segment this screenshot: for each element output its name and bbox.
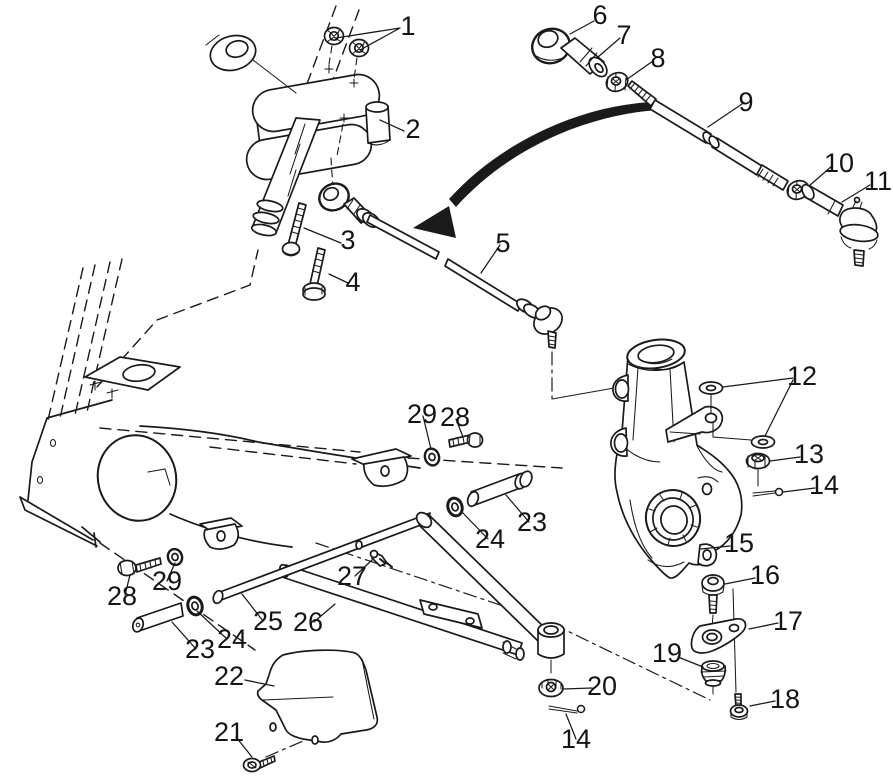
ball-joint-19 bbox=[700, 660, 727, 695]
jam-nut-8 bbox=[605, 71, 629, 93]
callout-16: 16 bbox=[750, 560, 780, 590]
steering-column-assembly bbox=[205, 5, 391, 301]
rod-end-6 bbox=[531, 27, 571, 65]
steering-knuckle-assembly bbox=[610, 338, 784, 579]
flange-nut-1a bbox=[323, 26, 345, 46]
callout-8: 8 bbox=[650, 43, 665, 73]
callout-28a: 28 bbox=[107, 581, 137, 611]
callout-17: 17 bbox=[773, 606, 803, 636]
callout-18: 18 bbox=[770, 684, 800, 714]
bolt-18 bbox=[729, 693, 749, 721]
callout-14b: 14 bbox=[561, 724, 591, 754]
bolt-3 bbox=[281, 202, 307, 257]
castle-nut-20 bbox=[538, 678, 564, 698]
callout-11: 11 bbox=[864, 166, 892, 196]
callout-9: 9 bbox=[738, 87, 753, 117]
callout-labels: 1 2 3 4 5 6 7 8 9 10 11 12 13 14 15 16 1… bbox=[107, 0, 892, 754]
callout-3: 3 bbox=[340, 225, 355, 255]
callout-27: 27 bbox=[337, 561, 367, 591]
bolt-28-upper bbox=[448, 432, 484, 448]
callout-13: 13 bbox=[794, 439, 824, 469]
callout-26: 26 bbox=[293, 607, 323, 637]
callout-7: 7 bbox=[616, 20, 631, 50]
callout-21: 21 bbox=[214, 717, 244, 747]
callout-24a: 24 bbox=[217, 624, 247, 654]
callout-15: 15 bbox=[724, 528, 754, 558]
ball-joint-group bbox=[690, 574, 749, 721]
plate-17 bbox=[690, 618, 747, 654]
callout-14a: 14 bbox=[809, 470, 839, 500]
guard-mount-plate bbox=[419, 599, 483, 629]
tie-rod-end-parts bbox=[531, 27, 879, 267]
cotter-pin-14b bbox=[548, 704, 586, 714]
callout-10: 10 bbox=[824, 148, 854, 178]
callout-1: 1 bbox=[400, 11, 415, 41]
guard-22 bbox=[256, 649, 379, 744]
callout-23b: 23 bbox=[517, 507, 547, 537]
callout-28b: 28 bbox=[440, 402, 470, 432]
castle-nut-13 bbox=[745, 452, 771, 470]
callout-29a: 29 bbox=[152, 566, 182, 596]
frame-body-reference bbox=[19, 249, 563, 651]
callout-leader-lines bbox=[124, 20, 871, 758]
bolt-4 bbox=[302, 247, 326, 301]
tie-rod-end-11 bbox=[801, 183, 879, 267]
sleeve-23-upper bbox=[466, 470, 533, 508]
ball-socket bbox=[502, 622, 565, 677]
grease-fitting-27 bbox=[355, 540, 393, 568]
callout-2: 2 bbox=[405, 114, 420, 144]
direction-arrow bbox=[413, 102, 657, 238]
tie-rod-assembly-5 bbox=[318, 182, 621, 400]
callout-6: 6 bbox=[592, 0, 607, 30]
clamp-half bbox=[205, 34, 297, 94]
tie-rod-shaft bbox=[366, 214, 440, 260]
callout-4: 4 bbox=[345, 267, 360, 297]
callout-24b: 24 bbox=[475, 524, 505, 554]
a-arm-guard bbox=[242, 649, 379, 773]
adjuster-tube-9 bbox=[649, 99, 789, 191]
bushing-2 bbox=[365, 101, 391, 146]
washer-12a bbox=[698, 381, 724, 395]
callout-12: 12 bbox=[787, 361, 817, 391]
sleeve-23-left bbox=[131, 602, 184, 633]
flange-nut-1b bbox=[348, 38, 370, 58]
column-clamp-upper-plate bbox=[251, 73, 381, 133]
callout-20: 20 bbox=[587, 671, 617, 701]
washer-12b bbox=[750, 435, 776, 449]
bolt-28-left bbox=[117, 557, 162, 577]
a-arm-tube-25 bbox=[212, 512, 431, 605]
callout-19: 19 bbox=[652, 638, 682, 668]
rod-end-body-7 bbox=[560, 37, 608, 78]
cotter-pin-14a bbox=[752, 487, 784, 497]
callout-23a: 23 bbox=[185, 634, 215, 664]
a-arm-assembly bbox=[117, 432, 711, 714]
callout-5: 5 bbox=[495, 228, 510, 258]
callout-25: 25 bbox=[253, 606, 283, 636]
callout-29b: 29 bbox=[407, 399, 437, 429]
screw-21 bbox=[242, 755, 276, 773]
callout-22: 22 bbox=[214, 661, 244, 691]
bolt-16 bbox=[701, 574, 725, 630]
